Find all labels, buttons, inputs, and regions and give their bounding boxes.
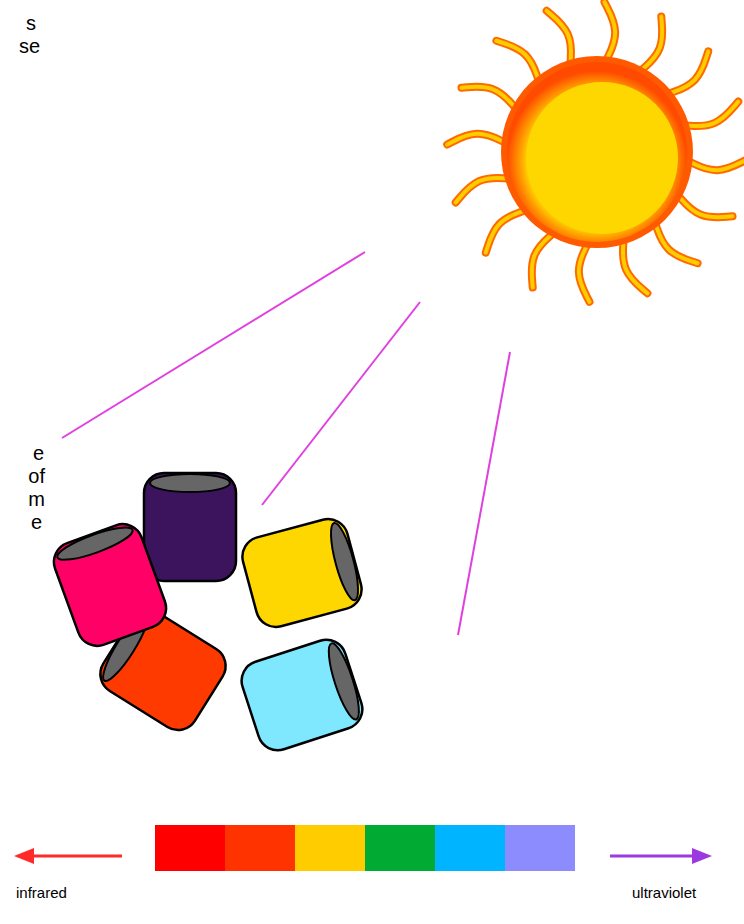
cut-text-fragment: e — [33, 442, 44, 464]
cut-text-fragment: of — [28, 465, 45, 487]
sun-ray — [496, 41, 538, 81]
sun-ray — [689, 159, 744, 170]
sun-ray — [456, 178, 509, 202]
spectrum-bar — [155, 825, 575, 871]
can-body — [144, 473, 236, 581]
sun-ray — [496, 41, 538, 81]
cut-text-fragment: m — [28, 488, 45, 510]
can — [238, 515, 366, 632]
spectrum-band — [365, 825, 436, 871]
light-ray — [458, 352, 510, 635]
sun-ray — [447, 134, 505, 145]
sun-ray — [668, 51, 708, 93]
sun-ray — [604, 2, 615, 60]
arrow-shaft — [30, 855, 122, 858]
sun-ray — [461, 87, 515, 109]
can-opening — [325, 521, 363, 603]
sun-ray — [579, 244, 590, 302]
sun-ray — [668, 51, 708, 93]
spectrum-label: ultraviolet — [632, 885, 696, 902]
cut-text-fragment: e — [31, 511, 42, 533]
cut-text-fragment: se — [19, 35, 40, 57]
ultraviolet-arrow — [610, 848, 712, 864]
sun-ray — [641, 16, 663, 70]
sun-ray — [486, 210, 526, 252]
sun-ray — [532, 233, 554, 287]
sun-ray — [579, 244, 590, 302]
sun-core — [526, 82, 678, 234]
sun-rays — [447, 2, 744, 302]
sun-ray — [655, 223, 697, 263]
spectrum-band — [225, 825, 296, 871]
sun-ray — [604, 2, 615, 60]
sun-ray — [547, 11, 571, 64]
spectrum-band — [155, 825, 226, 871]
sun-ray — [678, 196, 732, 218]
sun-disc — [507, 62, 687, 242]
sun-ray — [532, 233, 554, 287]
sun-ray — [447, 134, 505, 145]
spectrum-band — [505, 825, 575, 871]
sun-ray — [685, 102, 738, 126]
spectrum-label: infrared — [16, 885, 67, 902]
sun-ray — [655, 223, 697, 263]
spectrum-band — [435, 825, 506, 871]
spectrum-band — [295, 825, 366, 871]
cut-text-fragment: s — [26, 12, 36, 34]
infrared-arrow — [14, 848, 122, 864]
sun-ray — [623, 240, 647, 293]
sun-ray — [685, 102, 738, 126]
light-ray — [262, 302, 420, 505]
can-opening — [54, 522, 135, 566]
sun-ray — [486, 210, 526, 252]
arrow-shaft — [610, 855, 696, 858]
arrow-head — [14, 848, 34, 864]
can — [48, 519, 171, 652]
can-opening — [150, 474, 230, 492]
can-body — [236, 635, 367, 756]
can-body — [48, 519, 171, 652]
sun-ray — [641, 16, 663, 70]
can-opening — [323, 641, 365, 723]
sun-ray — [623, 240, 647, 293]
light-ray — [62, 252, 365, 438]
can — [144, 473, 236, 581]
sun-ray — [456, 178, 509, 202]
sun-rim — [501, 56, 693, 248]
arrow-head — [692, 848, 712, 864]
can — [236, 635, 367, 756]
sun-ray — [461, 87, 515, 109]
cans — [48, 473, 367, 755]
can-body — [238, 515, 366, 632]
sun-ray — [547, 11, 571, 64]
sun-ray — [689, 159, 744, 170]
sun-ray — [678, 196, 732, 218]
